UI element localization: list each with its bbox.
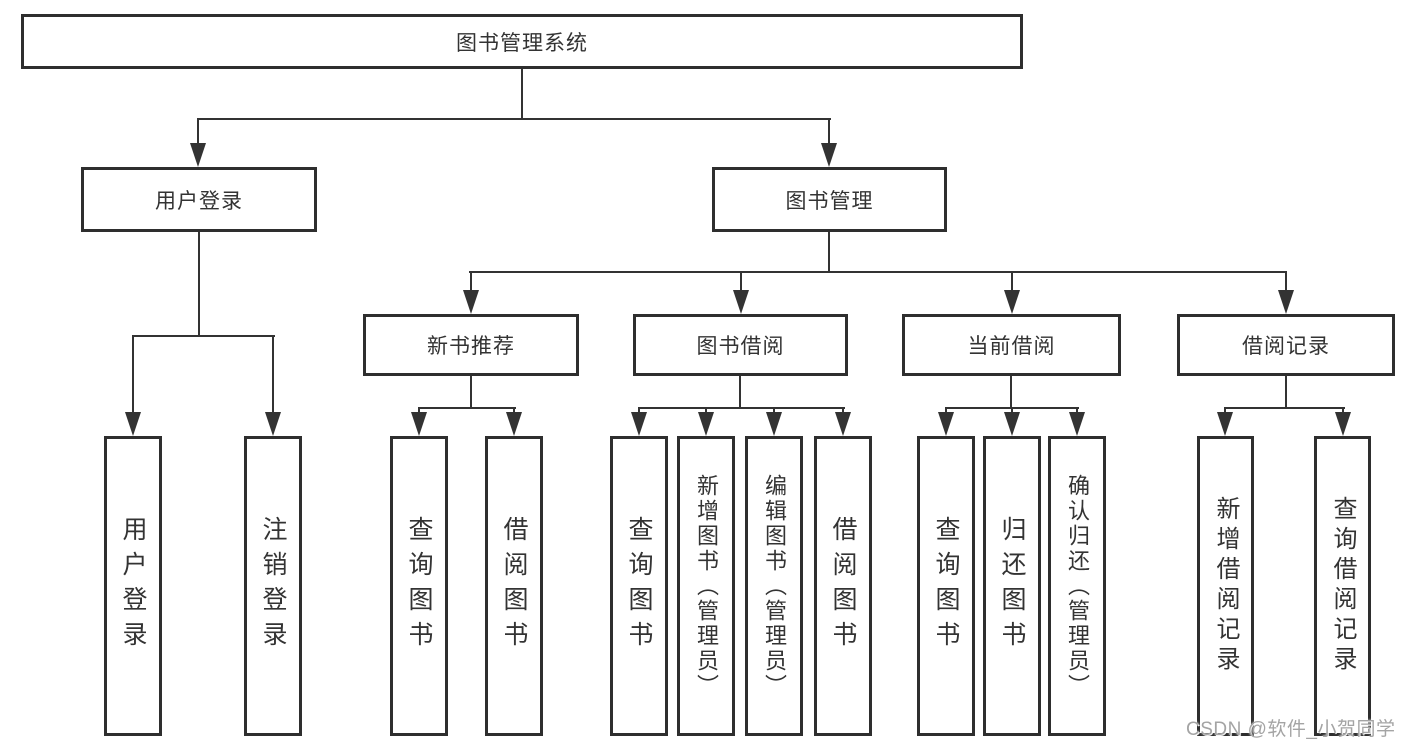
leaf-return-book: 归还图书 — [983, 436, 1041, 736]
connector-borrowrecord-drop-2 — [1342, 407, 1344, 415]
node-user-login-label: 用户登录 — [155, 189, 243, 213]
leaf-label: 查询借阅记录 — [1329, 496, 1356, 676]
connector-borrowrecord-stem — [1285, 376, 1287, 408]
node-borrow-record-label: 借阅记录 — [1242, 335, 1330, 358]
connector-userlogin-drop-2 — [272, 335, 274, 413]
connector-bookborrow-drop-1 — [638, 407, 640, 415]
connector-newbook-stem — [470, 376, 472, 408]
leaf-label: 归还图书 — [998, 516, 1026, 656]
arrowhead-borrow-record — [1278, 290, 1294, 314]
leaf-label: 新增借阅记录 — [1212, 496, 1239, 676]
csdn-watermark: CSDN @软件_小贺同学 — [1186, 719, 1396, 740]
connector-newbook-drop-2 — [513, 407, 515, 415]
node-root-label: 图书管理系统 — [456, 31, 588, 55]
node-root: 图书管理系统 — [21, 14, 1023, 69]
arrowhead-add-borrow-record — [1217, 412, 1233, 436]
connector-userlogin-crossbar — [132, 335, 275, 337]
leaf-label: 查询图书 — [625, 516, 653, 656]
arrowhead-query-borrow-record — [1335, 412, 1351, 436]
connector-bookmgmt-stem — [828, 232, 830, 273]
connector-bookmgmt-drop-1 — [470, 271, 472, 292]
arrowhead-book-borrow — [733, 290, 749, 314]
node-current-borrow-label: 当前借阅 — [967, 335, 1056, 358]
connector-bookmgmt-drop-3 — [1011, 271, 1013, 292]
connector-bookmgmt-crossbar — [469, 271, 1287, 273]
arrowhead-book-management — [821, 143, 837, 167]
leaf-label: 新增图书（管理员） — [694, 473, 719, 699]
connector-userlogin-stem — [198, 232, 200, 335]
node-book-borrow: 图书借阅 — [633, 314, 848, 376]
connector-userlogin-drop-1 — [132, 335, 134, 413]
connector-bookmgmt-drop-2 — [740, 271, 742, 292]
leaf-label: 借阅图书 — [500, 516, 528, 656]
arrowhead-query-book-2 — [631, 412, 647, 436]
leaf-query-book-2: 查询图书 — [610, 436, 668, 736]
connector-borrowrecord-drop-1 — [1224, 407, 1226, 415]
arrowhead-borrow-book-2 — [835, 412, 851, 436]
arrowhead-add-book-admin — [698, 412, 714, 436]
leaf-query-book-1: 查询图书 — [390, 436, 448, 736]
arrowhead-leaf-user-login — [125, 412, 141, 436]
leaf-label: 注销登录 — [259, 516, 287, 656]
arrowhead-borrow-book-1 — [506, 412, 522, 436]
connector-root-crossbar — [197, 118, 831, 120]
leaf-user-login: 用户登录 — [104, 436, 162, 736]
connector-root-right-drop — [828, 118, 830, 146]
leaf-label: 查询图书 — [932, 516, 960, 656]
leaf-borrow-book-1: 借阅图书 — [485, 436, 543, 736]
connector-bookborrow-drop-4 — [842, 407, 844, 415]
node-borrow-record: 借阅记录 — [1177, 314, 1395, 376]
arrowhead-query-book-1 — [411, 412, 427, 436]
arrowhead-leaf-logout — [265, 412, 281, 436]
connector-currentborrow-drop-3 — [1076, 407, 1078, 415]
connector-currentborrow-stem — [1010, 376, 1012, 408]
leaf-label: 用户登录 — [119, 516, 147, 656]
connector-bookborrow-stem — [739, 376, 741, 408]
leaf-borrow-book-2: 借阅图书 — [814, 436, 872, 736]
connector-root-stem — [521, 69, 523, 119]
node-user-login: 用户登录 — [81, 167, 317, 232]
arrowhead-new-book-recommend — [463, 290, 479, 314]
arrowhead-edit-book-admin — [766, 412, 782, 436]
leaf-confirm-return-admin: 确认归还（管理员） — [1048, 436, 1106, 736]
leaf-query-borrow-record: 查询借阅记录 — [1314, 436, 1371, 736]
connector-borrowrecord-crossbar — [1224, 407, 1345, 409]
leaf-label: 确认归还（管理员） — [1065, 473, 1090, 699]
connector-currentborrow-drop-1 — [945, 407, 947, 415]
leaf-add-borrow-record: 新增借阅记录 — [1197, 436, 1254, 736]
connector-bookmgmt-drop-4 — [1285, 271, 1287, 292]
leaf-query-book-3: 查询图书 — [917, 436, 975, 736]
connector-newbook-drop-1 — [418, 407, 420, 415]
leaf-edit-book-admin: 编辑图书（管理员） — [745, 436, 803, 736]
arrowhead-current-borrow — [1004, 290, 1020, 314]
node-new-book-recommend: 新书推荐 — [363, 314, 579, 376]
node-book-management-label: 图书管理 — [785, 189, 874, 213]
leaf-label: 查询图书 — [405, 516, 433, 656]
arrowhead-return-book — [1004, 412, 1020, 436]
arrowhead-user-login — [190, 143, 206, 167]
connector-bookborrow-crossbar — [638, 407, 845, 409]
connector-root-left-drop — [197, 118, 199, 146]
node-current-borrow: 当前借阅 — [902, 314, 1121, 376]
node-book-borrow-label: 图书借阅 — [696, 335, 785, 358]
node-new-book-recommend-label: 新书推荐 — [427, 335, 515, 358]
connector-newbook-crossbar — [418, 407, 516, 409]
connector-currentborrow-drop-2 — [1011, 407, 1013, 415]
arrowhead-confirm-return-admin — [1069, 412, 1085, 436]
node-book-management: 图书管理 — [712, 167, 947, 232]
connector-bookborrow-drop-2 — [705, 407, 707, 415]
leaf-label: 借阅图书 — [829, 516, 857, 656]
leaf-logout: 注销登录 — [244, 436, 302, 736]
arrowhead-query-book-3 — [938, 412, 954, 436]
leaf-add-book-admin: 新增图书（管理员） — [677, 436, 735, 736]
leaf-label: 编辑图书（管理员） — [762, 473, 787, 699]
connector-bookborrow-drop-3 — [773, 407, 775, 415]
